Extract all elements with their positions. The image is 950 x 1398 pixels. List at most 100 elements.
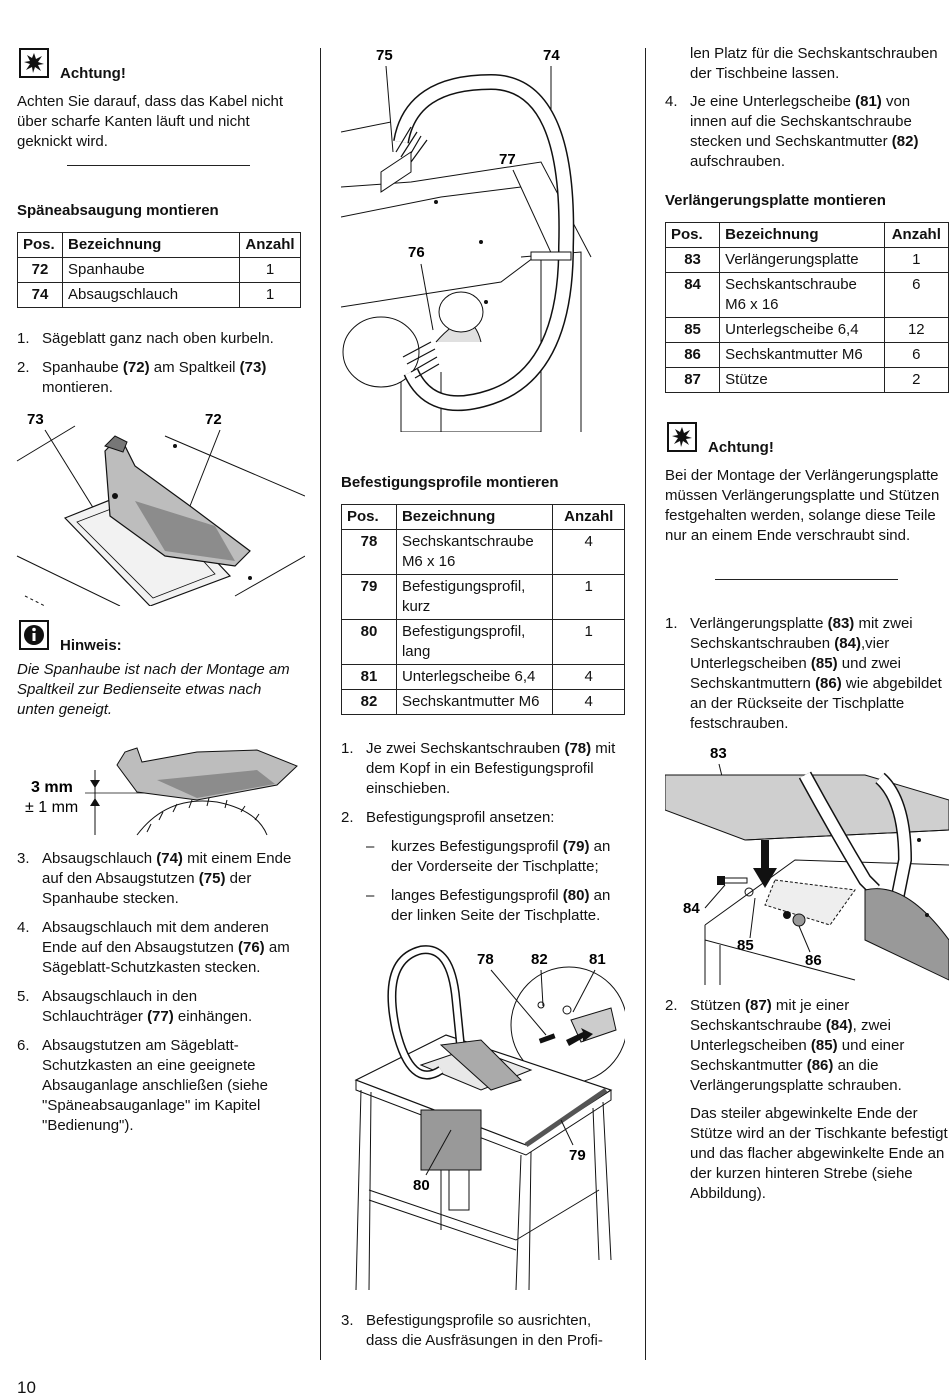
step-text: Sägeblatt ganz nach oben kurbeln. bbox=[42, 330, 274, 347]
cell-pos: 72 bbox=[17, 257, 63, 283]
step-text: Absaugschlauch in den Schlauchträger bbox=[42, 988, 198, 1025]
step-text: an die Verlängerungsplatte schrauben. bbox=[690, 1057, 902, 1094]
figure-hose: 75 74 77 76 bbox=[341, 42, 625, 432]
cell-pos: 85 bbox=[664, 317, 721, 343]
cell-name: Absaugschlauch bbox=[62, 282, 240, 308]
table-row: 85 Unterlegscheibe 6,4 12 bbox=[664, 317, 950, 343]
step-text: an der linken Seite der Tischplatte. bbox=[391, 887, 611, 924]
steps-list-b: 3.Absaugschlauch (74) mit einem Ende auf… bbox=[17, 849, 301, 1145]
list-item: 1.Je zwei Sechskantschrauben (78) mit de… bbox=[341, 740, 616, 797]
fig-label: 73 bbox=[27, 411, 44, 428]
step-text: montieren. bbox=[42, 379, 113, 396]
cell-pos: 82 bbox=[341, 689, 397, 715]
cell-pos: 79 bbox=[341, 574, 397, 620]
continued-text: len Platz für die Sechskantschrauben der… bbox=[690, 45, 938, 82]
list-item: 2.Spanhaube (72) am Spaltkeil (73) monti… bbox=[17, 359, 267, 396]
column-divider-2 bbox=[645, 48, 646, 1360]
cell-qty: 1 bbox=[883, 247, 950, 273]
figure-extension: 83 84 85 86 bbox=[665, 740, 949, 985]
table-row: 80 Befestigungsprofil, lang 1 bbox=[341, 619, 625, 665]
ref: (86) bbox=[815, 675, 842, 692]
cell-name: Sechskantmutter M6 bbox=[395, 689, 554, 715]
cell-qty: 1 bbox=[552, 574, 625, 620]
ref: (81) bbox=[855, 93, 882, 110]
fig-label: 84 bbox=[683, 900, 700, 917]
ref: (76) bbox=[238, 939, 265, 956]
table-row: 86 Sechskantmutter M6 6 bbox=[664, 342, 950, 368]
cell-pos: 86 bbox=[664, 342, 721, 368]
header-qty: Anzahl bbox=[239, 232, 301, 258]
table-row: 72 Spanhaube 1 bbox=[17, 257, 301, 283]
step-text: mit dem Kopf in ein Befestigungsprofil e… bbox=[366, 740, 616, 797]
step-text: Je eine Unterlegscheibe bbox=[690, 93, 856, 110]
cell-name: Sechskantmutter M6 bbox=[719, 342, 885, 368]
parts-table: Pos. Bezeichnung Anzahl 78 Sechskantschr… bbox=[341, 504, 625, 715]
ref: (86) bbox=[806, 1057, 834, 1074]
cell-pos: 83 bbox=[664, 247, 721, 273]
cell-qty: 2 bbox=[883, 367, 950, 393]
separator bbox=[67, 165, 250, 166]
cell-name: Unterlegscheibe 6,4 bbox=[719, 317, 885, 343]
header-qty: Anzahl bbox=[883, 222, 950, 248]
fig-label: 83 bbox=[710, 745, 727, 762]
step-text: Absaugschlauch bbox=[42, 850, 157, 867]
header-pos: Pos. bbox=[341, 504, 397, 530]
step-text: mit einem Ende auf den Absaugstutzen bbox=[42, 850, 292, 887]
cell-pos: 74 bbox=[17, 282, 63, 308]
fig-label: 80 bbox=[413, 1177, 430, 1194]
fig-label: 81 bbox=[589, 951, 606, 968]
ref: (74) bbox=[156, 850, 183, 867]
steps-list-a: 1.Sägeblatt ganz nach oben kurbeln. 2.Sp… bbox=[17, 329, 301, 407]
cell-name: Verlängerungsplatte bbox=[719, 247, 885, 273]
fig-label: 77 bbox=[499, 151, 516, 168]
list-item: 2.Befestigungsprofil ansetzen: bbox=[341, 809, 555, 826]
fig-label: 78 bbox=[477, 951, 494, 968]
table-row: 81 Unterlegscheibe 6,4 4 bbox=[341, 664, 625, 690]
figure-profiles: 78 82 81 79 80 bbox=[341, 940, 625, 1300]
ref: (79) bbox=[562, 838, 590, 855]
ref: (80) bbox=[562, 887, 590, 904]
warning-text: Achten Sie darauf, dass das Kabel nicht … bbox=[17, 93, 284, 150]
ref: (85) bbox=[810, 655, 838, 672]
cell-name: Spanhaube bbox=[62, 257, 240, 283]
step-text: am Spaltkeil bbox=[149, 359, 240, 376]
fig-label: 75 bbox=[376, 47, 393, 64]
cell-name: Befestigungsprofil, lang bbox=[395, 619, 554, 665]
table-row: 87 Stütze 2 bbox=[664, 367, 950, 393]
page-number: 10 bbox=[17, 1378, 36, 1397]
step-text: ,vier Unterlegscheiben bbox=[690, 635, 890, 672]
step-text: Stützen bbox=[690, 997, 746, 1014]
section-heading: Späneabsaugung montieren bbox=[17, 202, 219, 219]
header-name: Bezeichnung bbox=[62, 232, 240, 258]
column-divider-1 bbox=[320, 48, 321, 1360]
ref: (85) bbox=[810, 1037, 838, 1054]
fig-label: 72 bbox=[205, 411, 222, 428]
warning-text: Bei der Montage der Verlängerungsplatte … bbox=[665, 467, 940, 544]
step-text: Spanhaube bbox=[42, 359, 123, 376]
ref: (83) bbox=[827, 615, 855, 632]
step-text: und einer Sechskantmutter bbox=[690, 1037, 905, 1074]
step-text: Verlängerungsplatte bbox=[690, 615, 828, 632]
hint-title: Hinweis: bbox=[60, 637, 122, 654]
header-name: Bezeichnung bbox=[395, 504, 554, 530]
cell-qty: 1 bbox=[552, 619, 625, 665]
header-name: Bezeichnung bbox=[719, 222, 885, 248]
step-text: einhängen. bbox=[173, 1008, 253, 1025]
step-text: an der Vorderseite der Tischplatte; bbox=[391, 838, 611, 875]
list-item: –langes Befestigungsprofil (80) an der l… bbox=[366, 887, 611, 924]
step-text: der Spanhaube stecken. bbox=[42, 870, 252, 907]
table-row: 74 Absaugschlauch 1 bbox=[17, 282, 301, 308]
ref: (84) bbox=[825, 1017, 853, 1034]
step-text: Befestigungsprofile so ausrichten, dass … bbox=[366, 1312, 603, 1349]
ref: (87) bbox=[745, 997, 772, 1014]
list-item: 6.Absaugstutzen am Sägeblatt-Schutzkaste… bbox=[17, 1037, 268, 1134]
cell-name: Befestigungsprofil, kurz bbox=[395, 574, 554, 620]
fig-label: ± 1 mm bbox=[25, 799, 78, 816]
list-item: –kurzes Befestigungsprofil (79) an der V… bbox=[366, 838, 611, 875]
table-header-row: Pos. Bezeichnung Anzahl bbox=[341, 504, 625, 530]
fig-label: 3 mm bbox=[31, 779, 73, 796]
cell-pos: 78 bbox=[341, 529, 397, 575]
fig-label: 85 bbox=[737, 937, 754, 954]
step-text: Befestigungsprofil ansetzen: bbox=[366, 809, 555, 826]
steps-list-g: 2.Stützen (87) mit je einer Sechskantsch… bbox=[665, 996, 949, 1105]
